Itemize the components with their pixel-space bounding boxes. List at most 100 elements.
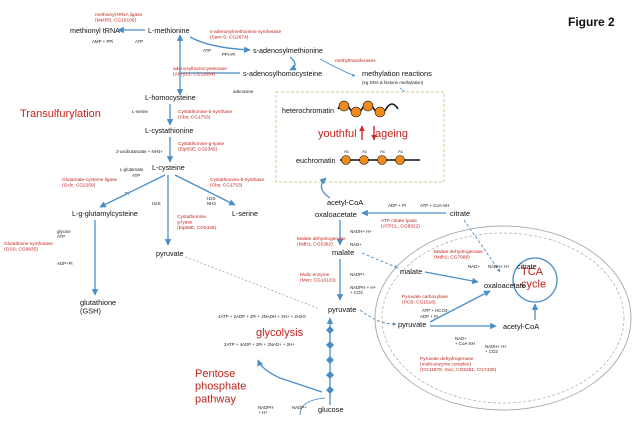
tca-cycle-circle [512, 257, 558, 303]
citrate-tca-label: citrate [517, 262, 537, 271]
acetyl-coa-tca-label: acetyl-CoA [503, 322, 539, 331]
cofactor-glyc-bottom: 2ATP + 4ADP + 2Pi + 2NAD+ + 2H+ [224, 342, 295, 347]
enzyme-pc: Pyruvate carboxylase(PCB; CG1516) [402, 294, 448, 306]
enzyme-cbs2: Cystathionine-b-synthase(Cbs; CG1753) [210, 177, 264, 189]
enzyme-pdh: Pyruvate dehydrogenase(multi-enzyme comp… [420, 356, 497, 373]
euchromatin-label: euchromatin [296, 156, 336, 165]
link-pyruvate-left-center [177, 253, 321, 310]
oxaloacetate-left-label: oxaloacetate [315, 210, 357, 219]
chromatin-box [275, 91, 445, 183]
cofactor-adp-pi: ADP+Pi [57, 261, 73, 266]
cysteine-label: L-cysteine [152, 163, 185, 172]
cofactor-nadh-pdh: NADH+ H++ CO2 [485, 344, 507, 354]
serine-label: L-serine [232, 209, 258, 218]
cofactor-h2s: H2S [152, 201, 161, 206]
enzyme-gclc: Glutamate-cysteine ligase(Gclc; CG2259) [62, 177, 118, 189]
cofactor-atp-coash: ATP + CoA-SH [420, 203, 449, 208]
enzyme-mdh1: Malate dehydrogenase(Mdh1; CG5362) [297, 236, 346, 248]
cofactor-atp-1: ATP [135, 39, 143, 44]
cofactor-nadh-h: NADH+ H+ [350, 229, 372, 234]
ac-mark-2: Ac [362, 149, 368, 154]
glucose-label: glucose [318, 405, 343, 414]
glycolysis-steps [326, 326, 334, 394]
cofactor-adp-pi-tca: ADP + Pi [420, 314, 438, 319]
pyruvate-tca-label: pyruvate [398, 320, 426, 329]
arrow-sam-to-sah [289, 56, 297, 71]
cofactor-nadph-bottom: NADPH+ H+ [258, 405, 273, 415]
malate-tca-label: malate [400, 267, 422, 276]
cofactor-adenosine: adenosine [233, 89, 254, 94]
cofactor-atp-2: ATP [203, 48, 211, 53]
l-methionine-label: L-methionine [148, 26, 190, 35]
cofactor-nadp: NADP+ [350, 272, 365, 277]
arrow-cys-to-serine [174, 174, 236, 206]
cofactor-glyc-top: 4ATP + 2ADP + 2Pi + 2NADH + 2H+ + 2H2O [218, 314, 306, 319]
mitochondrion-outer [374, 225, 632, 411]
enzyme-mettrna: methionyl-tRNA ligase(MetRS; CG15100) [95, 12, 143, 24]
cofactor-nad-tca: NAD+ [468, 264, 480, 269]
malate-left-label: malate [332, 248, 354, 257]
cofactor-oxobutanoate: 2-oxobutanoate + NH4+ [116, 149, 163, 154]
sah-label: s-adenosylhomocysteine [243, 69, 322, 78]
ac-mark-1: Ac [344, 149, 350, 154]
heterochromatin-label: heterochromatin [282, 106, 334, 115]
cofactor-glutamate: L-glutamate [120, 167, 144, 172]
glutathione-label: glutathione(GSH) [80, 298, 116, 316]
transsulfurylation-label: Transulfurylation [20, 108, 101, 120]
cofactor-nadp-bottom: NADP+ [292, 405, 307, 410]
glycolysis-label: glycolysis [256, 327, 304, 339]
youthful-label: youthful [318, 128, 357, 140]
enzyme-ahcy: adenosylhomocysteinase(Ahcy13; CG11654) [173, 66, 227, 78]
arrow-met-to-sam [189, 36, 251, 53]
methylation-note: (eg DNA & histone methylation) [362, 80, 424, 85]
arrow-pyruvate-to-oaa [429, 290, 491, 323]
link-malate-to-mito [361, 252, 399, 269]
cofactor-nad-plus: NAD+ [350, 242, 362, 247]
citrate-top-label: citrate [450, 209, 470, 218]
enzyme-methyltransferases: methyltransferases [335, 58, 376, 64]
acetyl-coa-top-label: acetyl-CoA [327, 198, 363, 207]
link-pyruvate-to-mito [359, 309, 397, 326]
enzyme-acly: ATP citrate lyase(ATPCL; CG8322) [381, 218, 420, 230]
cofactor-l-serine: L-serine [132, 109, 148, 114]
arrow-malate-to-oaa-tca [424, 271, 479, 285]
cofactor-nadph-co2: NADPH + H++ CO2 [350, 285, 377, 295]
ac-mark-3: Ac [380, 149, 386, 154]
cofactor-nadh-tca: NADH+ H+ [488, 264, 510, 269]
glutamylcysteine-label: L-g-glutamylcysteine [72, 209, 138, 218]
figure-label: Figure 2 [568, 15, 615, 29]
methionyl-trna-label: methionyl tRNA [70, 26, 120, 35]
cofactor-atp-hco3: ATP + HCO3- [422, 308, 449, 313]
enzyme-cbs: Cystathionine-b-synthase(Cbs; CG1753) [178, 109, 232, 121]
cofactor-adp-pi-coa: ADP + Pi [388, 203, 406, 208]
homocysteine-label: L-homocysteine [145, 93, 196, 102]
enzyme-cgl: Cystathionine-g-lyase(Eip55E; CG5345) [178, 141, 224, 153]
cofactor-ppi-pi: PPi+Pi [222, 52, 235, 57]
enzyme-mdh2: Malate dehydrogenase(Mdh2; CG7998) [434, 249, 483, 261]
arrow-ppp-branch [257, 359, 323, 393]
methylation-label: methylation reactions [362, 69, 432, 78]
oxaloacetate-tca-label: oxaloacetate [484, 281, 526, 290]
arrow-ppp-cofactors [299, 397, 326, 416]
arrow-acetylcoa-to-chromatin [319, 177, 331, 199]
enzyme-malic: Malic enzyme(Men; CG10120) [300, 272, 336, 284]
arrow-cys-to-glutamylcys [99, 174, 166, 208]
pyruvate-left-label: pyruvate [156, 249, 184, 258]
enzyme-gss: Glutathione synthetase(GSS; CG6835) [4, 241, 53, 253]
cystathionine-label: L-cystathionine [145, 126, 193, 135]
arrow-to-methylation [319, 58, 356, 77]
euchromatin-nucleosomes [340, 155, 420, 165]
ageing-label: ageing [375, 128, 408, 140]
cofactor-nad-pdh: NAD++ CoA-SH [455, 336, 475, 346]
enzyme-sam-synth: s-adenosylmethionine synthetase(Sam-S; C… [210, 29, 282, 41]
heterochromatin-nucleosomes [337, 100, 399, 118]
ac-mark-4: Ac [398, 149, 404, 154]
pyruvate-center-label: pyruvate [328, 305, 356, 314]
